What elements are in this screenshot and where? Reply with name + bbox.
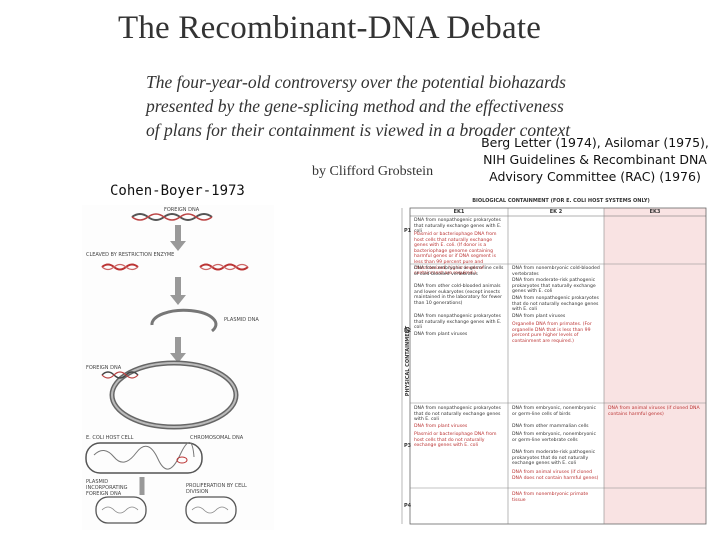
arrow-down-icon <box>170 353 186 363</box>
foreign-dna-label: FOREIGN DNA <box>164 207 200 213</box>
chromosomal-dna <box>93 442 195 470</box>
table-cell: DNA from other cold-blooded animals and … <box>414 284 503 306</box>
berg-letter-label: Berg Letter (1974), Asilomar (1975), NIH… <box>481 135 709 184</box>
table-cell: Plasmid or bacteriophage DNA from host c… <box>414 432 497 449</box>
table-cell: DNA from animal viruses (if cloned DNA c… <box>608 406 700 417</box>
foreign-dna-strand <box>131 213 213 221</box>
containment-table: BIOLOGICAL CONTAINMENT (FOR E. COLI HOST… <box>398 198 708 526</box>
table-cell: DNA from nonembryonic primate tissue <box>512 492 589 503</box>
table-cell: DNA from nonpathogenic prokaryotes that … <box>414 218 502 235</box>
table-cell: DNA from plant viruses <box>414 424 468 429</box>
ecoli-cell-label: E. COLI HOST CELL <box>86 435 134 441</box>
row-label-p3: P3 <box>404 443 412 449</box>
row-label-p4: P4 <box>404 503 412 509</box>
table-cell: Organelle DNA from primates. (For organe… <box>512 322 592 344</box>
table-cell: DNA from other mammalian cells <box>512 424 589 429</box>
table-cell: DNA from nonpathogenic prokaryotes that … <box>414 314 502 331</box>
table-cell: Plasmid or bacteriophage DNA from host c… <box>414 232 497 277</box>
plasmid-in-cell <box>176 456 188 464</box>
plasmid-ring <box>150 308 218 333</box>
page-title: The Recombinant-DNA Debate <box>118 10 542 46</box>
table-cell: DNA from plant viruses <box>414 332 468 337</box>
byline: by Clifford Grobstein <box>312 164 434 179</box>
foreign-dna-label-2: FOREIGN DNA <box>86 365 122 371</box>
recombinant-dna-figure: FOREIGN DNA CLEAVED BY RESTRICTION ENZYM… <box>82 205 274 530</box>
cohen-boyer-label: Cohen-Boyer-1973 <box>110 183 245 199</box>
cleaved-fragment <box>101 263 139 271</box>
table-cell: DNA from nonpathogenic prokaryotes that … <box>512 296 599 313</box>
cleaved-label: CLEAVED BY RESTRICTION ENZYME <box>86 252 175 258</box>
column-header-ek1: EK1 <box>453 209 465 215</box>
table-cell: DNA from nonpathogenic prokaryotes that … <box>414 406 501 423</box>
table-title: BIOLOGICAL CONTAINMENT (FOR E. COLI HOST… <box>472 198 650 204</box>
foreign-dna-insert <box>101 371 139 379</box>
table-cell: DNA from plant viruses <box>512 314 566 319</box>
subtitle-line-3: of plans for their containment is viewed… <box>146 120 571 140</box>
chromosomal-dna-label: CHROMOSOMAL DNA <box>190 435 244 441</box>
table-cell: DNA from nonembryonic cold-blooded verte… <box>512 266 600 277</box>
subtitle-line-1: The four-year-old controversy over the p… <box>146 72 566 92</box>
table-cell: DNA from embryonic or germ-line cells of… <box>414 266 504 277</box>
proliferation-label: PROLIFERATION BY CELL DIVISION <box>186 483 247 495</box>
table-cell: DNA from embryonic, nonembryonic or germ… <box>512 406 596 417</box>
row-label-p2: P2 <box>404 328 412 334</box>
table-cell: DNA from moderate-risk pathogenic prokar… <box>512 278 596 295</box>
table-cell: DNA from moderate-risk pathogenic prokar… <box>512 450 596 467</box>
column-header-ek2: EK 2 <box>549 209 563 215</box>
daughter-cell <box>95 496 147 524</box>
daughter-cell <box>185 496 237 524</box>
table-cell: DNA from embryonic, nonembryonic or germ… <box>512 432 596 443</box>
column-header-ek3: EK3 <box>649 209 661 215</box>
row-label-p1: P1 <box>404 228 412 234</box>
plasmid-dna-label: PLASMID DNA <box>224 317 259 323</box>
ecoli-host-cell <box>85 442 203 474</box>
figure-illustration <box>85 213 249 524</box>
subtitle-line-2: presented by the gene-splicing method an… <box>146 96 564 116</box>
table-cell: DNA from animal viruses (if cloned DNA d… <box>512 470 599 481</box>
plasmid-incorporating-label: PLASMID INCORPORATING FOREIGN DNA <box>86 479 128 497</box>
arrow-down-icon <box>170 295 186 305</box>
table-grid <box>401 207 707 525</box>
